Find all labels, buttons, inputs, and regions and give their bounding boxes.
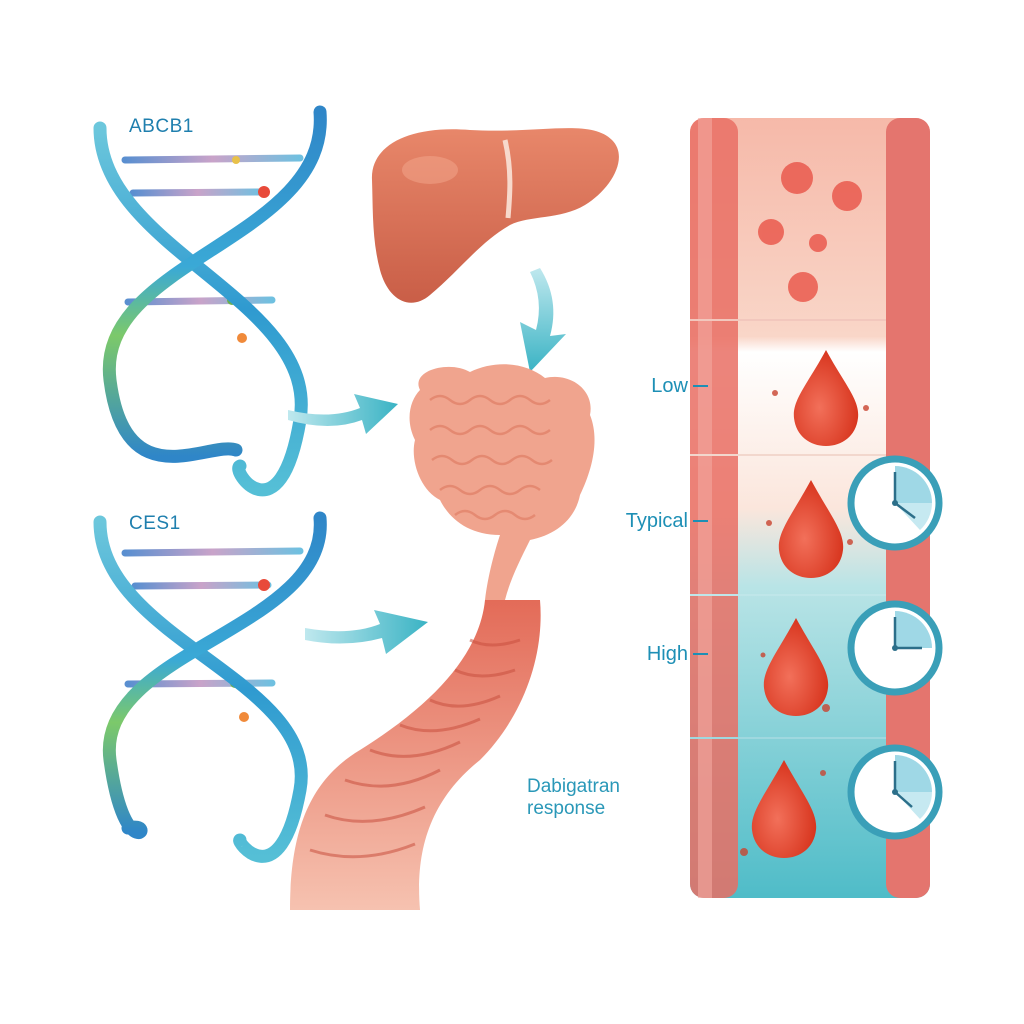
response-label: Dabigatran response <box>527 776 620 820</box>
clock-icon <box>847 455 943 551</box>
gene-label-abcb1: ABCB1 <box>129 116 194 137</box>
colon-icon <box>290 600 541 910</box>
dna-icon <box>93 511 327 863</box>
intestine-icon <box>409 364 595 600</box>
response-label-line1: Dabigatran <box>527 776 620 797</box>
dna-icon <box>93 105 327 497</box>
arrow-icon <box>305 610 428 654</box>
level-label-low: Low <box>651 375 688 397</box>
level-label-typical: Typical <box>625 510 688 532</box>
clock-icon <box>847 744 943 840</box>
blood-drop-icon <box>751 760 817 858</box>
blood-drop-icon <box>778 480 844 578</box>
blood-drop-icon <box>793 350 859 446</box>
level-label-high: High <box>646 643 688 665</box>
gene-label-ces1: CES1 <box>129 513 181 534</box>
response-label-line2: response <box>527 798 606 819</box>
blood-drop-icon <box>763 618 829 716</box>
arrow-icon <box>288 394 398 434</box>
blood-cell-icon <box>758 162 862 302</box>
arrow-icon <box>520 268 566 372</box>
clock-icon <box>847 600 943 696</box>
liver-icon <box>371 128 619 303</box>
